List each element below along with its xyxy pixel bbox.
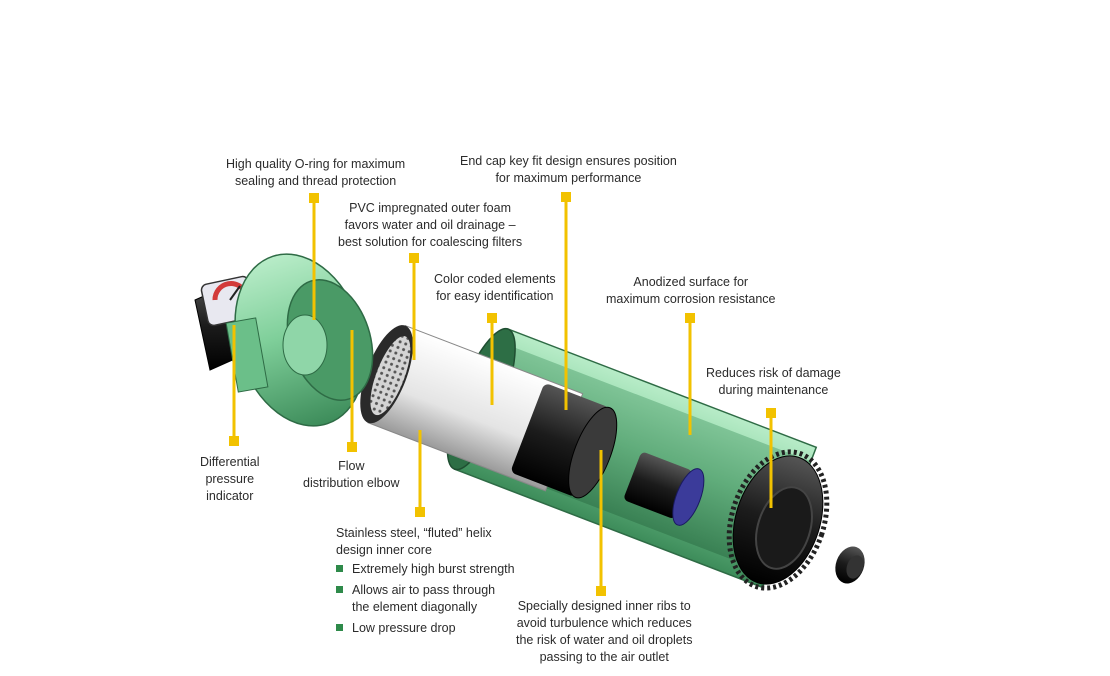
bullet-text: the element diagonally bbox=[352, 600, 478, 614]
callout-pvc-line2: favors water and oil drainage – bbox=[344, 218, 516, 232]
callout-pvc-line1: PVC impregnated outer foam bbox=[349, 201, 511, 215]
callout-differential-line1: Differential bbox=[200, 455, 260, 469]
callout-flow-line2: distribution elbow bbox=[303, 476, 400, 490]
bullet-text: Allows air to pass through bbox=[352, 583, 496, 597]
outlet-fitting bbox=[624, 452, 705, 526]
callout-damage-line1: Reduces risk of damage bbox=[706, 366, 841, 380]
callout-flow-line1: Flow bbox=[338, 459, 365, 473]
callout-ribs-line4: passing to the air outlet bbox=[539, 650, 669, 664]
callout-endcap-line2: for maximum performance bbox=[495, 171, 642, 185]
callout-oring-line2: sealing and thread protection bbox=[234, 174, 397, 188]
callout-stainless-line1: Stainless steel, “fluted” helix bbox=[336, 526, 492, 540]
callout-anodized-line2: maximum corrosion resistance bbox=[606, 292, 776, 306]
bullet-square-icon bbox=[336, 624, 343, 631]
callout-color-line2: for easy identification bbox=[436, 289, 554, 303]
callout-stainless: Stainless steel, “fluted” helix design i… bbox=[336, 525, 492, 559]
callout-differential: Differential pressure indicator bbox=[200, 454, 260, 505]
callout-ribs-line1: Specially designed inner ribs to bbox=[517, 599, 691, 613]
bullet-text: Low pressure drop bbox=[352, 621, 456, 635]
callout-endcap: End cap key fit design ensures position … bbox=[460, 153, 677, 187]
callout-differential-line2: pressure bbox=[205, 472, 255, 486]
element-end-cap bbox=[511, 384, 618, 499]
callout-flow: Flow distribution elbow bbox=[303, 458, 400, 492]
drain-plug bbox=[835, 546, 865, 584]
bullet-square-icon bbox=[336, 586, 343, 593]
bullet-text: Extremely high burst strength bbox=[352, 562, 515, 576]
callout-color: Color coded elements for easy identifica… bbox=[434, 271, 556, 305]
filter-head bbox=[194, 253, 374, 427]
callout-endcap-line1: End cap key fit design ensures position bbox=[460, 154, 677, 168]
bullet-item: Extremely high burst strength bbox=[336, 561, 515, 578]
callout-oring-line1: High quality O-ring for maximum bbox=[226, 157, 406, 171]
ribbed-ring bbox=[726, 449, 830, 591]
callout-pvc: PVC impregnated outer foam favors water … bbox=[338, 200, 522, 251]
bullet-square-icon bbox=[336, 565, 343, 572]
callout-damage-line2: during maintenance bbox=[718, 383, 829, 397]
callout-stainless-line2: design inner core bbox=[336, 543, 432, 557]
bullet-item: Allows air to pass through bbox=[336, 582, 515, 599]
bullet-item-continuation: the element diagonally bbox=[336, 599, 515, 616]
callout-markers bbox=[229, 192, 776, 596]
callout-anodized: Anodized surface for maximum corrosion r… bbox=[606, 274, 776, 308]
callout-ribs: Specially designed inner ribs to avoid t… bbox=[516, 598, 692, 666]
callout-differential-line3: indicator bbox=[206, 489, 254, 503]
callout-color-line1: Color coded elements bbox=[434, 272, 556, 286]
callout-pvc-line3: best solution for coalescing filters bbox=[338, 235, 523, 249]
callout-anodized-line1: Anodized surface for bbox=[633, 275, 749, 289]
stainless-bullet-list: Extremely high burst strength Allows air… bbox=[336, 561, 515, 641]
callout-damage: Reduces risk of damage during maintenanc… bbox=[706, 365, 841, 399]
callout-ribs-line3: the risk of water and oil droplets bbox=[516, 633, 693, 647]
callout-ribs-line2: avoid turbulence which reduces bbox=[516, 616, 692, 630]
callout-oring: High quality O-ring for maximum sealing … bbox=[226, 156, 405, 190]
bullet-item: Low pressure drop bbox=[336, 620, 515, 637]
